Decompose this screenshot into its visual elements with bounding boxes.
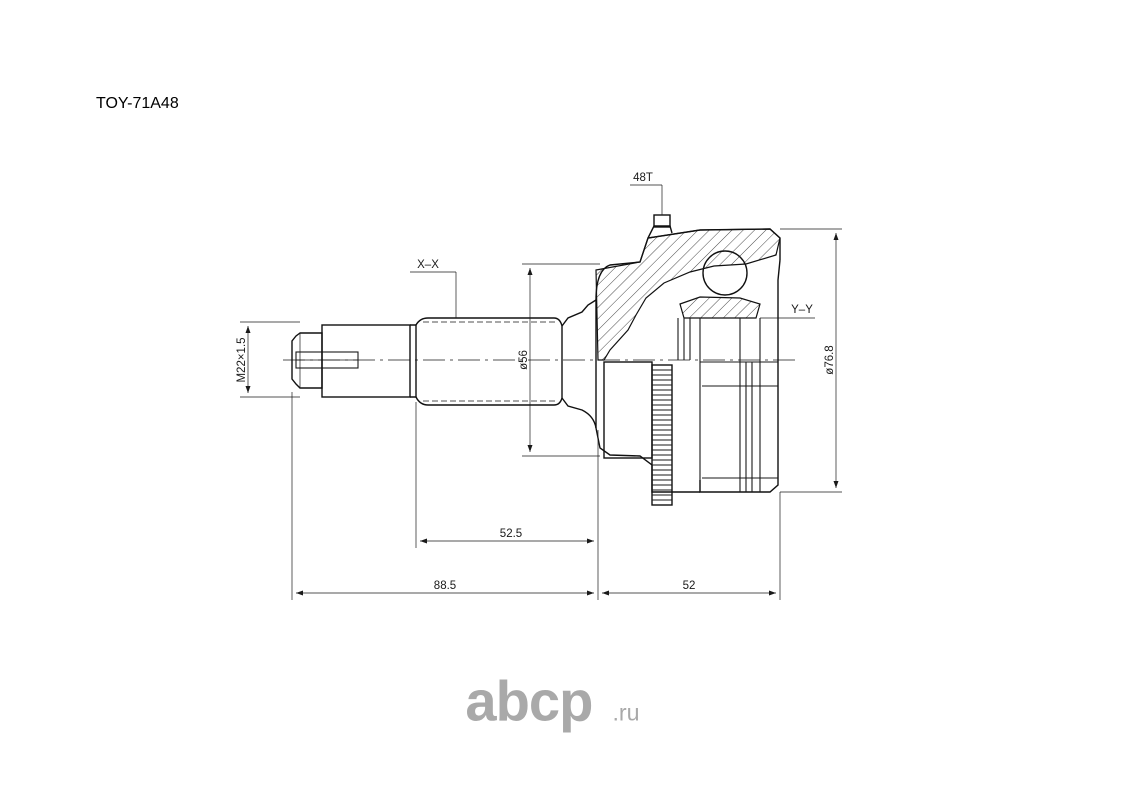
abs-tone-ring (651, 364, 673, 506)
thread-label: M22×1.5 (236, 337, 248, 382)
section-x-label: X–X (417, 259, 439, 271)
housing-length-label: 52 (683, 580, 696, 592)
shaft-length-dimension: 88.5 (296, 580, 594, 596)
shaft-length-label: 88.5 (434, 580, 456, 592)
spline-length-label: 52.5 (500, 528, 522, 540)
section-x-leader: X–X (410, 259, 457, 318)
spline-length-dimension: 52.5 (420, 528, 594, 544)
outer-diameter-dimension: ø76.8 (780, 228, 842, 493)
part-number-title: TOY-71A48 (96, 95, 179, 112)
watermark-word: abcp (465, 676, 592, 733)
housing-length-dimension: 52 (602, 580, 776, 596)
section-y-leader: Y–Y (760, 304, 815, 319)
abcp-watermark-logo: abcp .ru (465, 676, 639, 733)
shaft-diameter-label: ø56 (518, 350, 530, 370)
teeth-count-label: 48T (633, 172, 653, 184)
splined-shaft (415, 299, 597, 429)
threaded-tip (291, 324, 417, 398)
bell-housing (595, 214, 781, 493)
shaft-diameter-dimension: ø56 (518, 263, 600, 457)
section-y-label: Y–Y (791, 304, 813, 316)
watermark-tld: .ru (612, 700, 639, 726)
teeth-count-leader: 48T (630, 172, 663, 215)
thread-dimension: M22×1.5 (236, 321, 300, 398)
outer-diameter-label: ø76.8 (824, 345, 836, 374)
